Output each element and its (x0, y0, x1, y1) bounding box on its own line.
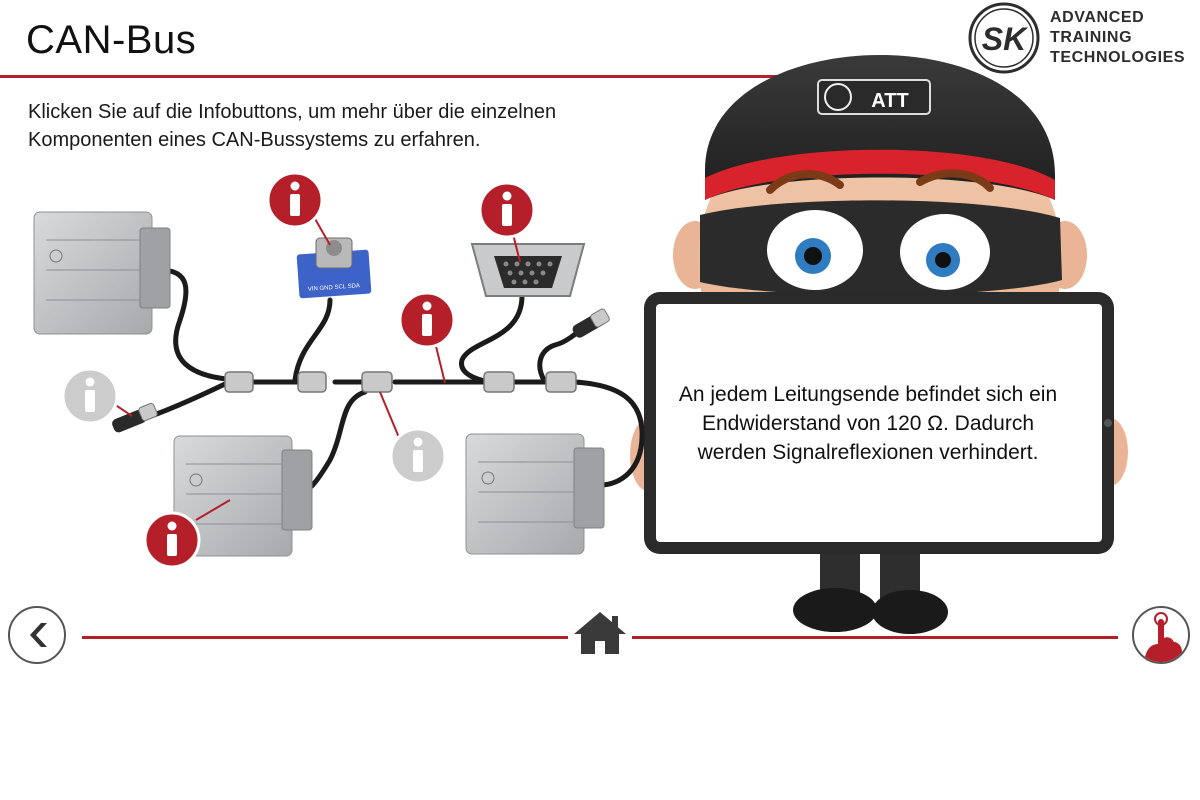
info-icon (413, 437, 423, 472)
can-bus-illustration: ATT (33, 55, 1128, 634)
header-divider (0, 75, 960, 78)
sensor-module: VIN GND SCL SDA (296, 237, 372, 299)
dsub-connector (470, 243, 586, 297)
mascot-mask (700, 200, 1062, 296)
next-button[interactable] (1132, 606, 1190, 664)
chevron-left-icon (30, 623, 47, 647)
cap-badge: ATT (817, 79, 931, 115)
intro-text: Klicken Sie auf die Infobuttons, um mehr… (28, 98, 668, 154)
page-title: CAN-Bus (26, 18, 197, 62)
info-icon (85, 377, 95, 412)
ecu-module-bottom-right (465, 433, 605, 555)
info-button-sensor[interactable] (266, 171, 324, 229)
home-button[interactable] (570, 608, 630, 658)
info-button-splice[interactable] (389, 427, 447, 485)
ecu-module-bottom-left (173, 435, 313, 557)
mascot: ATT (630, 55, 1128, 634)
info-icon (502, 191, 512, 226)
home-icon (574, 612, 626, 654)
tablet-line-1: An jedem Leitungsende befindet sich ein (678, 383, 1058, 406)
tablet-home-dot (1104, 419, 1112, 427)
logo-mark: SK (982, 21, 1029, 57)
tablet-line-2: Endwiderstand von 120 Ω. Dadurch (701, 412, 1035, 435)
company-logo: SK (968, 2, 1040, 74)
footer-divider-left (82, 636, 568, 639)
terminator-resistor-right (572, 308, 610, 338)
info-icon (422, 301, 432, 336)
sensor-pin-label: VIN GND SCL SDA (308, 283, 360, 293)
tablet-line-3: werden Signalreflexionen verhindert. (697, 441, 1039, 464)
mascot-shoe-right (872, 590, 948, 634)
info-icon (167, 521, 177, 556)
info-button-terminator[interactable] (61, 367, 119, 425)
logo-text: ADVANCED TRAINING TECHNOLOGIES (1050, 8, 1185, 68)
tablet-info-text: An jedem Leitungsende befindet sich ein … (656, 380, 1080, 467)
ecu-module-top-left (33, 211, 171, 335)
tablet-display (644, 292, 1114, 554)
back-button[interactable] (8, 606, 66, 664)
terminator-resistor-left (112, 402, 158, 433)
logo-line-1: ADVANCED (1050, 9, 1145, 26)
pointer-hand-icon (1144, 612, 1182, 662)
info-button-bus-line[interactable] (398, 291, 456, 349)
logo-line-3: TECHNOLOGIES (1050, 49, 1186, 66)
info-icon (290, 181, 300, 216)
logo-line-2: TRAINING (1050, 29, 1133, 46)
intro-line-1: Klicken Sie auf die Infobuttons, um mehr… (28, 101, 557, 123)
bus-splices (224, 371, 577, 393)
footer-divider-right (632, 636, 1118, 639)
mascot-shoe-left (793, 588, 877, 632)
cap-badge-text: ATT (871, 90, 908, 112)
intro-line-2: Komponenten eines CAN-Bussystems zu erfa… (28, 129, 481, 151)
info-button-connector[interactable] (478, 181, 536, 239)
info-button-ecu[interactable] (143, 511, 201, 569)
